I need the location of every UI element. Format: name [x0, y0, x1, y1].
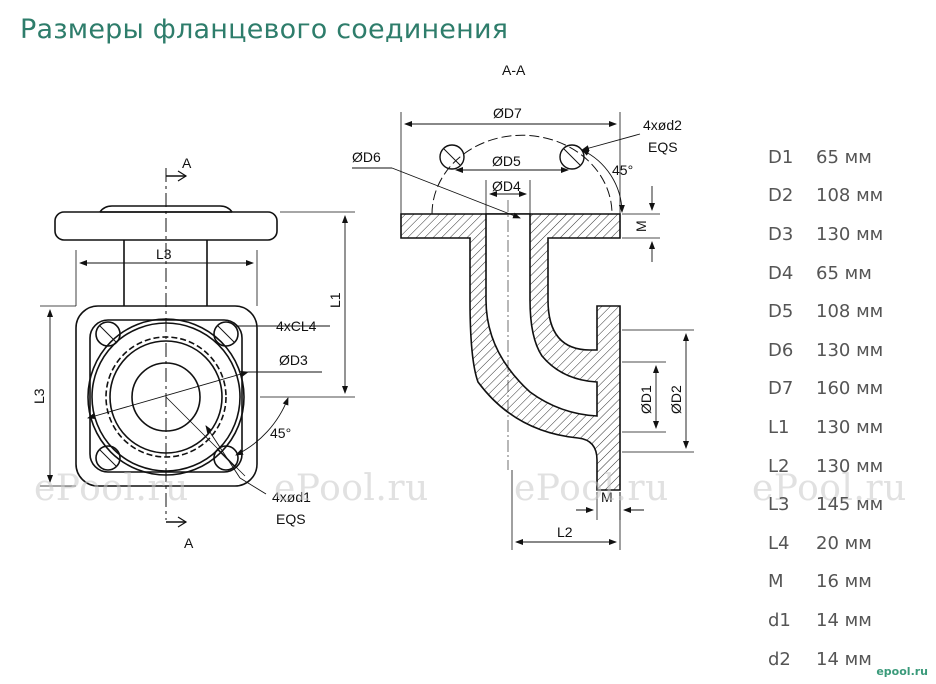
label-d6: ØD6: [352, 149, 381, 165]
section-view-details: [352, 112, 694, 550]
label-l2: L2: [557, 524, 573, 540]
watermark: ePool.ru: [752, 468, 907, 509]
section-title: A-A: [502, 62, 526, 78]
left-view: [40, 168, 355, 528]
label-eqs-left: EQS: [276, 511, 306, 527]
label-l1: L1: [327, 292, 343, 308]
label-m-top: M: [633, 220, 649, 232]
label-d5: ØD5: [492, 153, 521, 169]
label-angle-left: 45°: [270, 425, 291, 441]
label-d2: ØD2: [668, 385, 684, 414]
watermark: ePool.ru: [34, 468, 189, 509]
label-angle-right: 45°: [612, 162, 633, 178]
page-title: Размеры фланцевого соединения: [20, 14, 509, 45]
label-cl4: 4xCL4: [276, 318, 317, 334]
label-d2-holes: 4xød2: [643, 117, 682, 133]
label-d4: ØD4: [492, 178, 521, 194]
label-eqs-right: EQS: [648, 139, 678, 155]
label-l3-side: L3: [31, 388, 47, 404]
watermark: ePool.ru: [274, 468, 429, 509]
section-mark-bottom: A: [184, 535, 194, 551]
label-d3: ØD3: [279, 352, 308, 368]
label-d1: ØD1: [638, 385, 654, 414]
label-d7: ØD7: [493, 105, 522, 121]
section-view: [400, 213, 621, 491]
label-l3-top: L3: [156, 246, 172, 262]
label-m-bottom: M: [601, 489, 613, 505]
label-d1-holes: 4xød1: [272, 489, 311, 505]
watermark: ePool.ru: [514, 468, 669, 509]
section-mark-top: A: [182, 155, 192, 171]
logo: epool.ru: [876, 665, 928, 678]
